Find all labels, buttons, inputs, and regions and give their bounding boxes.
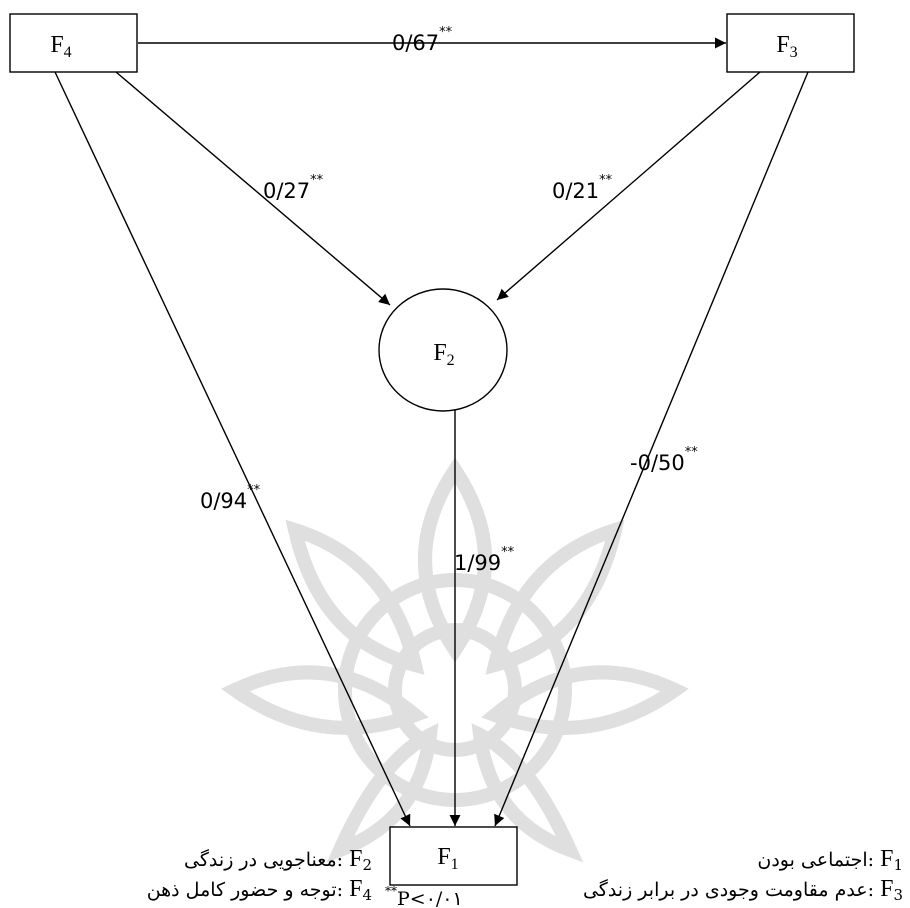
edge-f3-f1 [494,71,809,827]
node-f1-box [389,826,518,886]
edge-label-f4-f1: 0/94** [200,483,261,513]
node-f3-label: F3 [776,32,797,61]
node-f2-label: F2 [433,340,454,369]
edge-f4-f2 [115,71,391,306]
node-f4-box [9,13,138,73]
node-f1-label: F1 [437,844,458,873]
node-f2-circle [378,288,508,412]
legend-f2: معناجویی در زندگی: F2 [184,846,372,874]
legend-f4: توجه و حضور کامل ذهن: F4 [147,876,372,904]
edge-label-f3-f1: -0/50** [630,445,698,475]
edge-label-f4-f3: 0/67** [392,25,453,55]
edge-label-f3-f2: 0/21** [552,173,613,203]
significance-note: **P<۰/۰۱ [385,884,463,908]
legend-f3: عدم مقاومت وجودی در برابر زندگی: F3 [583,876,903,904]
legend-f1: اجتماعی بودن: F1 [757,846,903,874]
edge-f3-f2 [496,71,761,301]
node-f3-box [726,13,855,73]
edge-label-f4-f2: 0/27** [263,173,324,203]
edge-f4-f1 [54,71,411,827]
node-f4-label: F4 [50,32,71,61]
edge-label-f2-f1: 1/99** [454,545,515,575]
